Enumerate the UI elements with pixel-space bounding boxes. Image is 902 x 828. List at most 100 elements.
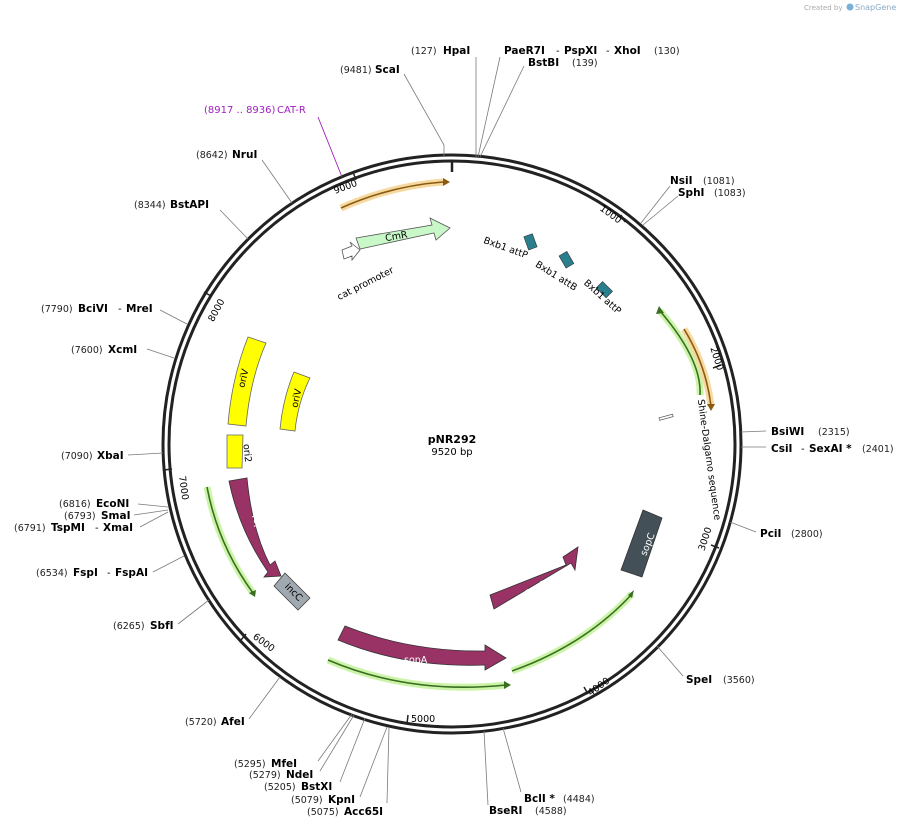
site-spei[interactable]: SpeI (3560) (686, 674, 755, 686)
svg-text:EcoNI: EcoNI (96, 498, 129, 510)
site-bcli[interactable]: BclI * (4484) (524, 793, 595, 805)
svg-text:(7090): (7090) (61, 451, 93, 462)
site-xcmi[interactable]: (7600) XcmI (71, 344, 137, 356)
svg-text:SpeI: SpeI (686, 674, 712, 686)
svg-text:(5075): (5075) (307, 807, 339, 818)
site-nsii[interactable]: NsiI (1081) (670, 175, 735, 187)
feature-sopa[interactable]: sopA (337, 625, 507, 671)
feature-bxb1-attb[interactable]: Bxb1 attB (533, 251, 579, 293)
tick-2000: 2000 (707, 345, 725, 371)
svg-text:(2315): (2315) (818, 427, 850, 438)
site-sphi[interactable]: SphI (1083) (678, 187, 746, 199)
svg-text:XhoI: XhoI (614, 45, 641, 57)
svg-text:SmaI: SmaI (101, 510, 131, 522)
svg-text:HpaI: HpaI (443, 45, 470, 57)
svg-text:BsiWI: BsiWI (771, 426, 804, 438)
feature-oriv-1[interactable]: oriV (227, 336, 267, 427)
primer-arrowhead-right-icon (707, 404, 715, 411)
primer-arrow (340, 181, 444, 209)
svg-text:NruI: NruI (232, 149, 257, 161)
site-mrei[interactable]: - MreI (118, 303, 153, 315)
site-paer7i[interactable]: PaeR7I (504, 45, 545, 57)
svg-text:-: - (107, 568, 111, 579)
svg-text:CsiI: CsiI (771, 443, 792, 455)
watermark-prefix: Created by (804, 4, 843, 12)
site-pspxi[interactable]: - PspXI (556, 45, 597, 57)
svg-text:NsiI: NsiI (670, 175, 693, 187)
svg-text:(2800): (2800) (791, 529, 823, 540)
site-scai[interactable]: (9481) ScaI (340, 64, 400, 76)
site-econi[interactable]: (6816) EcoNI (59, 498, 129, 510)
svg-text:(7600): (7600) (71, 345, 103, 356)
site-kpni[interactable]: (5079) KpnI (291, 794, 355, 806)
svg-text:Shine-Dalgarno sequence: Shine-Dalgarno sequence (695, 399, 723, 521)
svg-text:CAT-R: CAT-R (277, 105, 306, 116)
feature-bxb1-attp-2[interactable]: Bxb1 attP (581, 278, 623, 317)
svg-text:BciVI: BciVI (78, 303, 108, 315)
svg-text:9000: 9000 (332, 178, 358, 197)
feature-cmr[interactable]: CmR (355, 217, 451, 250)
feature-sopb[interactable]: sopB (489, 546, 579, 610)
feature-shine-dalgarno[interactable]: Shine-Dalgarno sequence (658, 399, 723, 521)
svg-text:PspXI: PspXI (564, 45, 597, 57)
feature-incc[interactable]: incC (273, 572, 311, 611)
site-bstapi[interactable]: (8344) BstAPI (134, 199, 209, 211)
feature-bxb1-attp-1[interactable]: Bxb1 attP (482, 233, 538, 262)
svg-text:(5295): (5295) (234, 759, 266, 770)
site-xbai[interactable]: (7090) XbaI (61, 450, 124, 462)
svg-text:(2401): (2401) (862, 444, 894, 455)
site-nrui[interactable]: (8642) NruI (196, 149, 257, 161)
site-xhoi[interactable]: - XhoI (130) (606, 45, 680, 57)
site-csii[interactable]: CsiI (771, 443, 792, 455)
site-pcii[interactable]: PciI (2800) (760, 528, 823, 540)
feature-ori2[interactable]: ori2 (226, 434, 253, 469)
plasmid-size: 9520 bp (431, 447, 472, 458)
svg-text:(6791): (6791) (14, 523, 46, 534)
svg-text:2000: 2000 (707, 345, 725, 371)
site-bseri[interactable]: BseRI (4588) (489, 805, 567, 817)
feature-oriv-2[interactable]: oriV (279, 371, 311, 432)
svg-text:(4588): (4588) (535, 806, 567, 817)
svg-text:cat promoter: cat promoter (336, 265, 396, 303)
svg-text:(8344): (8344) (134, 200, 166, 211)
svg-text:(127): (127) (411, 46, 437, 57)
site-hpai[interactable]: (127) HpaI (411, 45, 470, 57)
svg-text:(1083): (1083) (714, 188, 746, 199)
snapgene-logo-icon (846, 3, 854, 11)
tick-8000: 8000 (203, 291, 227, 324)
site-fspi[interactable]: (6534) FspI (36, 567, 98, 579)
svg-text:MfeI: MfeI (271, 758, 297, 770)
site-acc65i[interactable]: (5075) Acc65I (307, 806, 383, 818)
svg-text:(5720): (5720) (185, 717, 217, 728)
site-fspai[interactable]: - FspAI (107, 567, 148, 579)
svg-text:(6793): (6793) (64, 511, 96, 522)
feature-cat-promoter[interactable]: cat promoter (336, 241, 396, 303)
primer-cat-r[interactable]: (8917 .. 8936) CAT-R (204, 105, 306, 116)
site-bstbi[interactable]: BstBI (139) (528, 57, 598, 69)
svg-text:(139): (139) (572, 58, 598, 69)
tick-1000: 1000 (597, 203, 626, 226)
svg-text:FspAI: FspAI (115, 567, 148, 579)
site-bcivi[interactable]: (7790) BciVI (41, 303, 108, 315)
site-smai[interactable]: (6793) SmaI (64, 510, 131, 522)
svg-text:(3560): (3560) (723, 675, 755, 686)
site-sbfi[interactable]: (6265) SbfI (113, 620, 174, 632)
site-afei[interactable]: (5720) AfeI (185, 716, 245, 728)
svg-text:BseRI: BseRI (489, 805, 522, 817)
site-bstxi[interactable]: (5205) BstXI (264, 781, 332, 793)
svg-text:-: - (118, 304, 122, 315)
svg-text:oriV: oriV (236, 368, 251, 389)
svg-text:XcmI: XcmI (108, 344, 137, 356)
svg-text:8000: 8000 (206, 297, 227, 324)
site-ndei[interactable]: (5279) NdeI (249, 769, 313, 781)
svg-text:(5205): (5205) (264, 782, 296, 793)
feature-sopc[interactable]: sopC (620, 509, 663, 578)
site-bsiwi[interactable]: BsiWI (2315) (771, 426, 850, 438)
site-sexai[interactable]: - SexAI * (2401) (801, 443, 894, 455)
svg-text:5000: 5000 (411, 714, 435, 725)
site-mfei[interactable]: (5295) MfeI (234, 758, 297, 770)
site-tspmi[interactable]: (6791) TspMI (14, 522, 85, 534)
primer-arrowhead-icon (443, 178, 450, 186)
site-xmai[interactable]: - XmaI (95, 522, 133, 534)
svg-text:(6534): (6534) (36, 568, 68, 579)
